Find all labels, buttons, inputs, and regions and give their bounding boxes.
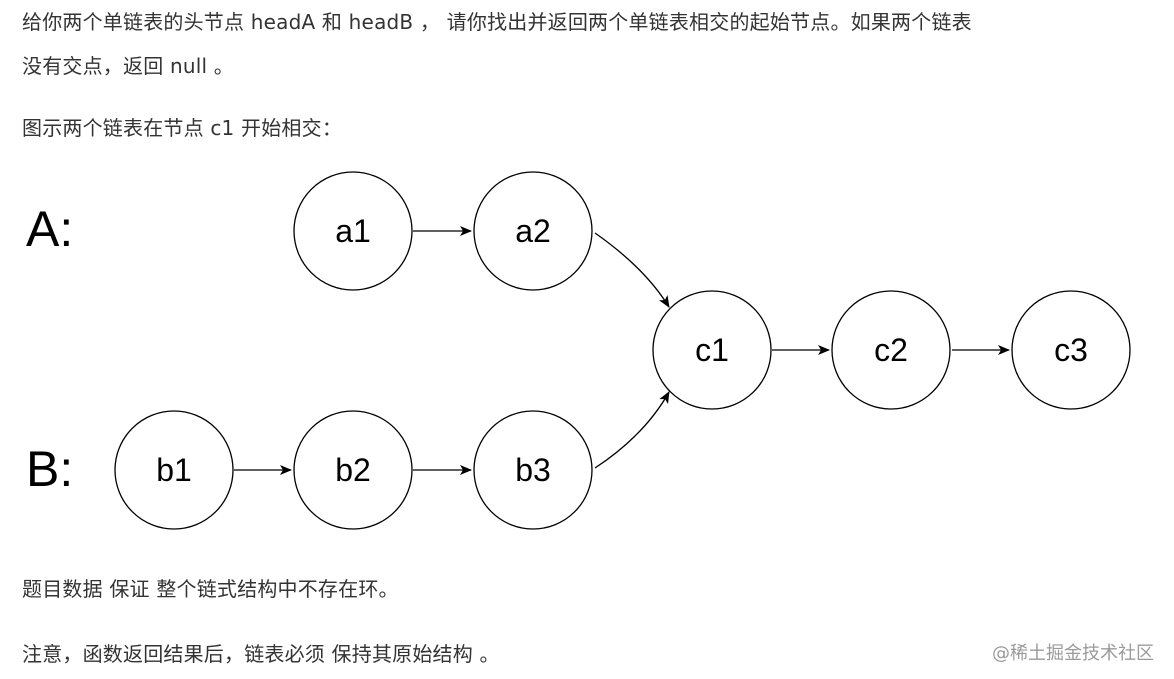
diagram-caption: 图示两个链表在节点 c1 开始相交： — [22, 116, 343, 140]
node-b3-label: b3 — [515, 452, 551, 488]
problem-description: 给你两个单链表的头节点 headA 和 headB ， 请你找出并返回两个单链表… — [22, 0, 972, 88]
node-c3-label: c3 — [1054, 332, 1088, 368]
attention-note: 注意，函数返回结果后，链表必须 保持其原始结构 。 — [22, 642, 500, 666]
edge-b3-c1 — [594, 391, 670, 469]
list-label-b: B: — [26, 441, 73, 497]
problem-description-line-2: 没有交点，返回 null 。 — [22, 54, 234, 78]
node-c3: c3 — [1011, 290, 1131, 410]
node-c2-label: c2 — [874, 332, 908, 368]
problem-description-line-1: 给你两个单链表的头节点 headA 和 headB ， 请你找出并返回两个单链表… — [22, 10, 972, 34]
node-a2: a2 — [473, 171, 593, 291]
node-c2: c2 — [831, 290, 951, 410]
constraint-note: 题目数据 保证 整个链式结构中不存在环。 — [22, 577, 399, 601]
node-a1: a1 — [293, 171, 413, 291]
node-a2-label: a2 — [515, 213, 551, 249]
node-b2-label: b2 — [335, 452, 371, 488]
node-a1-label: a1 — [335, 213, 371, 249]
node-b3: b3 — [473, 410, 593, 530]
edge-a2-c1 — [594, 232, 670, 308]
node-b2: b2 — [293, 410, 413, 530]
list-label-a: A: — [26, 201, 73, 257]
node-c1-label: c1 — [695, 332, 729, 368]
node-b1-label: b1 — [156, 452, 192, 488]
node-c1: c1 — [652, 290, 772, 410]
node-b1: b1 — [114, 410, 234, 530]
site-watermark: @稀土掘金技术社区 — [992, 643, 1154, 664]
